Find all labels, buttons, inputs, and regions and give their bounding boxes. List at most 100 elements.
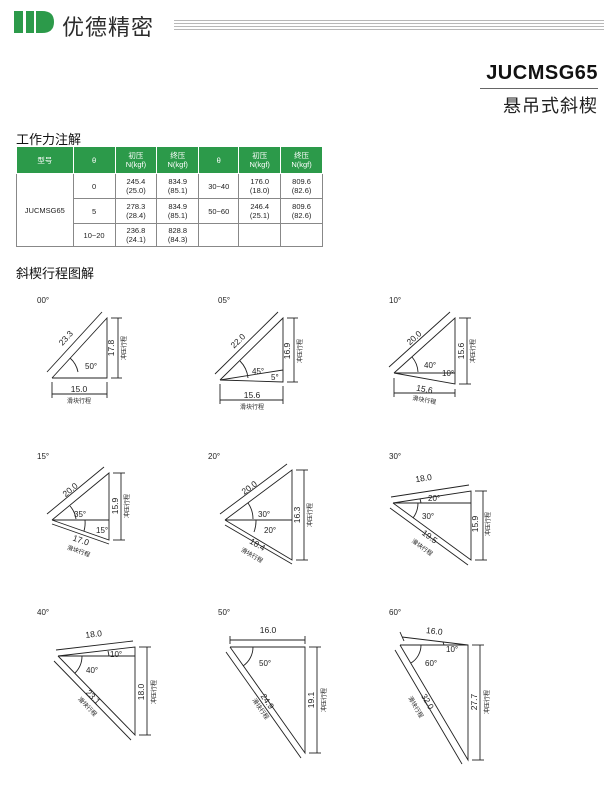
table-row: JUCMSG65 0 245.4(25.0) 834.9(85.1) 30~40… [16,173,323,247]
angle-annotation: 60° [425,659,437,668]
slide-stroke-label: 滑块行程 [412,394,437,406]
title-divider [480,88,598,89]
slide-stroke-value: 17.0 [72,533,91,548]
stroke-diagram-20 [219,463,308,565]
angle-annotation: 20° [264,526,276,535]
stroke-diagram-60 [394,631,484,765]
hypotenuse-length: 18.0 [85,628,103,640]
table-cell: 5 [72,198,116,224]
punch-stroke-label: 冲压行程 [150,680,158,704]
punch-stroke-label: 冲压行程 [120,336,128,360]
hypotenuse-length: 20.0 [404,328,423,347]
table-header-cell: θ [72,146,116,174]
hypotenuse-length: 22.0 [228,331,247,350]
table-cell: 834.9(85.1) [156,198,200,224]
punch-stroke-label: 冲压行程 [483,690,491,714]
punch-stroke-value: 18.0 [136,683,146,700]
hypotenuse-length: 18.0 [415,472,433,485]
brand-name: 优德精密 [62,15,155,40]
table-row: 5 278.3(28.4) 834.9(85.1) 50~60 246.4(25… [17,198,323,224]
angle-annotation: 30° [258,510,270,519]
diagram-angle-label: 20° [208,452,221,461]
punch-stroke-value: 19.1 [306,691,316,708]
punch-stroke-value: 15.9 [110,497,120,514]
diagram-angle-label: 10° [389,296,402,305]
diagram-angle-label: 00° [37,296,50,305]
punch-stroke-value: 17.8 [106,339,116,356]
punch-stroke-label: 冲压行程 [123,494,131,518]
angle-annotation: 45° [252,367,264,376]
table-cell: 30~40 [198,173,240,199]
table-cell: 50~60 [198,198,240,224]
hypotenuse-length: 20.0 [240,479,259,497]
diagram-angle-label: 15° [37,452,50,461]
table-cell [280,223,323,247]
angle-annotation: 20° [428,494,440,503]
slide-stroke-label: 滑块行程 [67,397,91,405]
hypotenuse-length: 20.0 [61,480,80,498]
table-cell [198,223,240,247]
slide-stroke-value: 15.6 [244,390,261,400]
punch-stroke-value: 16.9 [282,342,292,359]
angle-annotation: 35° [74,510,86,519]
punch-stroke-label: 冲压行程 [296,339,304,363]
angle-annotation: 10° [442,369,454,378]
hypotenuse-length: 16.0 [260,625,277,635]
angle-annotation: 30° [422,512,434,521]
slide-stroke-value: 19.5 [420,528,439,546]
model-title: JUCMSG65 [486,62,598,84]
table-cell: 834.9(85.1) [156,173,200,199]
model-cell: JUCMSG65 [16,173,74,247]
diagram-angle-label: 05° [218,296,231,305]
stroke-diagram-15 [46,466,125,545]
angle-annotation: 40° [86,666,98,675]
punch-stroke-value: 15.6 [456,342,466,359]
hypotenuse-length: 16.0 [426,625,444,637]
slide-stroke-value: 32.0 [419,692,436,712]
angle-annotation: 50° [259,659,271,668]
table-row: 10~20 236.8(24.1) 828.8(84.3) [17,223,323,247]
table-cell: 236.8(24.1) [114,223,158,247]
stroke-diagram-50 [225,636,321,759]
table-cell [238,223,282,247]
stroke-diagram-05 [214,311,298,404]
stroke-diagram-00 [46,311,122,398]
stroke-diagram-30 [389,484,487,566]
punch-stroke-value: 27.7 [469,693,479,710]
brand-logo-icon [14,11,54,33]
punch-stroke-label: 冲压行程 [484,512,492,536]
section-title-stroke: 斜楔行程图解 [16,266,95,281]
punch-stroke-value: 15.9 [470,515,480,532]
page-header: 优德精密 [14,8,604,40]
stroke-diagram-10 [388,311,471,397]
table-header-cell: θ [198,146,240,174]
angle-annotation: 40° [424,361,436,370]
angle-annotation: 5° [271,373,279,382]
table-cell: 809.6(82.6) [280,198,323,224]
slide-stroke-value: 15.6 [416,383,434,396]
table-cell: 809.6(82.6) [280,173,323,199]
punch-stroke-label: 冲压行程 [320,688,328,712]
angle-annotation: 50° [85,362,97,371]
diagram-angle-label: 30° [389,452,402,461]
punch-stroke-label: 冲压行程 [306,503,314,527]
slide-stroke-value: 18.4 [248,536,268,553]
product-subtitle: 悬吊式斜楔 [503,96,598,116]
punch-stroke-value: 16.3 [292,506,302,523]
stroke-diagram-40 [53,640,151,741]
diagram-angle-label: 40° [37,608,50,617]
angle-annotation: 15° [96,526,108,535]
slide-stroke-label: 滑块行程 [240,403,264,411]
angle-annotation: 10° [110,650,122,659]
diagram-angle-label: 50° [218,608,231,617]
punch-stroke-label: 冲压行程 [469,339,477,363]
section-title-force: 工作力注解 [16,132,82,147]
diagram-angle-label: 60° [389,608,402,617]
table-header-cell: 型号 [16,146,74,174]
